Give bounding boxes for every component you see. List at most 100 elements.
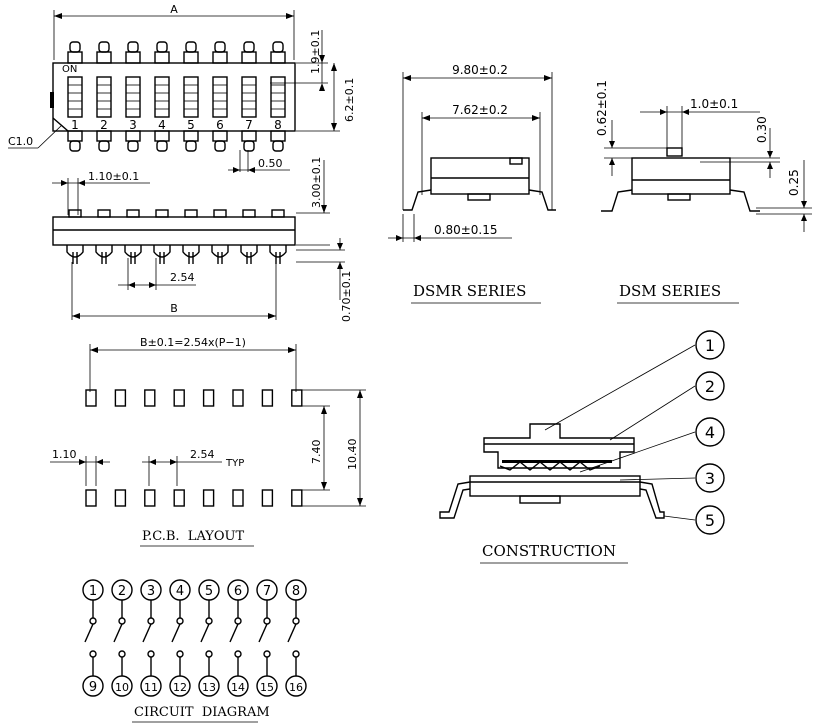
contact-bottom	[147, 650, 155, 658]
callout-number: 1	[705, 336, 715, 355]
side-notch	[50, 92, 54, 108]
contact-top	[176, 617, 184, 625]
contact-bottom	[89, 650, 97, 658]
pcb-pad-bottom	[144, 489, 156, 507]
contact-bottom	[118, 650, 126, 658]
switch-number: 7	[245, 118, 253, 132]
top-tab	[214, 41, 226, 53]
switch-blade	[113, 623, 123, 643]
switch-window	[125, 76, 141, 118]
bottom-lead	[98, 140, 110, 152]
bottom-lead-base	[183, 130, 199, 142]
pcb-pad-top	[114, 389, 127, 407]
bottom-lead-base	[270, 130, 286, 142]
pcb-layout: B±0.1=2.54x(P−1) 1.10 2.54 TYP 7.40 10.4…	[50, 336, 366, 547]
pin-circle-bottom	[82, 675, 104, 697]
side-lead-bend	[153, 245, 171, 258]
dim-pcb-inner: 7.40	[310, 440, 323, 465]
side-lead-bend	[124, 245, 142, 258]
top-tab	[243, 41, 255, 53]
switch-blade	[171, 623, 181, 643]
switch-number: 6	[216, 118, 224, 132]
side-actuator	[271, 209, 285, 218]
top-tab-base	[183, 51, 199, 64]
dim-tab-height: 1.9±0.1	[309, 30, 322, 74]
switch-blade	[142, 623, 152, 643]
top-tab-base	[270, 51, 286, 64]
switch-blade	[229, 623, 239, 643]
top-tabs	[67, 41, 286, 64]
switch-windows	[67, 76, 286, 118]
bottom-lead-base	[96, 130, 112, 142]
contact-top	[263, 617, 271, 625]
pin-number-top: 7	[263, 584, 271, 599]
top-tab-base	[154, 51, 170, 64]
pin-number-bottom: 10	[115, 681, 129, 694]
pin-number-bottom: 15	[260, 681, 274, 694]
dim-b-label: B	[170, 302, 178, 315]
switch-blade	[258, 623, 268, 643]
bottom-lead	[127, 140, 139, 152]
pin-circle-bottom	[256, 675, 278, 697]
switch-window	[154, 76, 170, 118]
dim-pcb-b: B±0.1=2.54x(P−1)	[140, 336, 246, 349]
dim-pcb-outer: 10.40	[346, 439, 359, 471]
pin-number-bottom: 14	[231, 681, 245, 694]
pin-number-top: 4	[176, 584, 184, 599]
contact-top	[234, 617, 242, 625]
callout-number: 5	[705, 511, 715, 530]
pcb-title: P.C.B. LAYOUT	[142, 529, 245, 544]
pin-number-bottom: 11	[144, 681, 158, 694]
bottom-lead-base	[212, 130, 228, 142]
callout-circle	[695, 417, 725, 447]
pcb-pad-bottom	[202, 489, 215, 507]
dim-side-pitch: 2.54	[170, 271, 195, 284]
top-tab	[69, 41, 81, 53]
bottom-lead	[156, 140, 168, 152]
switch-window	[241, 76, 257, 118]
contact-top	[118, 617, 126, 625]
bottom-lead	[69, 140, 81, 152]
contact-bottom	[292, 650, 300, 658]
pin-circle-bottom	[198, 675, 220, 697]
dim-dsmr-overall: 9.80±0.2	[452, 63, 508, 77]
side-lead-bend	[95, 245, 113, 258]
pin-number-top: 6	[234, 584, 242, 599]
construction-title: CONSTRUCTION	[482, 542, 616, 560]
switch-window	[96, 76, 112, 118]
side-leads	[66, 245, 287, 264]
pcb-pad-top	[144, 389, 156, 407]
callout-circle	[695, 463, 725, 493]
switch-window	[67, 76, 83, 118]
pin-number-bottom: 9	[89, 680, 97, 695]
side-lead-bend	[182, 245, 200, 258]
side-actuator	[126, 209, 140, 218]
top-tab-base	[241, 51, 257, 64]
side-actuator	[242, 209, 256, 218]
chamfer-label: C1.0	[8, 135, 33, 148]
top-tab-base	[212, 51, 228, 64]
switch-blade	[200, 623, 210, 643]
bottom-lead	[243, 140, 255, 152]
top-tab	[272, 41, 284, 53]
dim-dsm-standoff: 0.25	[787, 169, 801, 196]
dsm-series: 1.0±0.1 0.62±0.1 0.30 0.25 DSM SERIES	[595, 80, 812, 304]
top-tab-base	[125, 51, 141, 64]
side-actuators	[68, 209, 285, 218]
bottom-lead	[272, 140, 284, 152]
contact-bottom	[176, 650, 184, 658]
side-lead-bend	[66, 245, 84, 258]
dim-pcb-typ: TYP	[225, 458, 244, 469]
switch-blade	[287, 623, 297, 643]
dim-dsm-actuator-h: 0.62±0.1	[595, 80, 609, 136]
switch-window	[212, 76, 228, 118]
side-lead-bend	[240, 245, 258, 258]
bottom-lead-base	[241, 130, 257, 142]
pin-number-top: 1	[89, 584, 97, 599]
pin-number-top: 3	[147, 584, 155, 599]
switch-number: 4	[158, 118, 166, 132]
